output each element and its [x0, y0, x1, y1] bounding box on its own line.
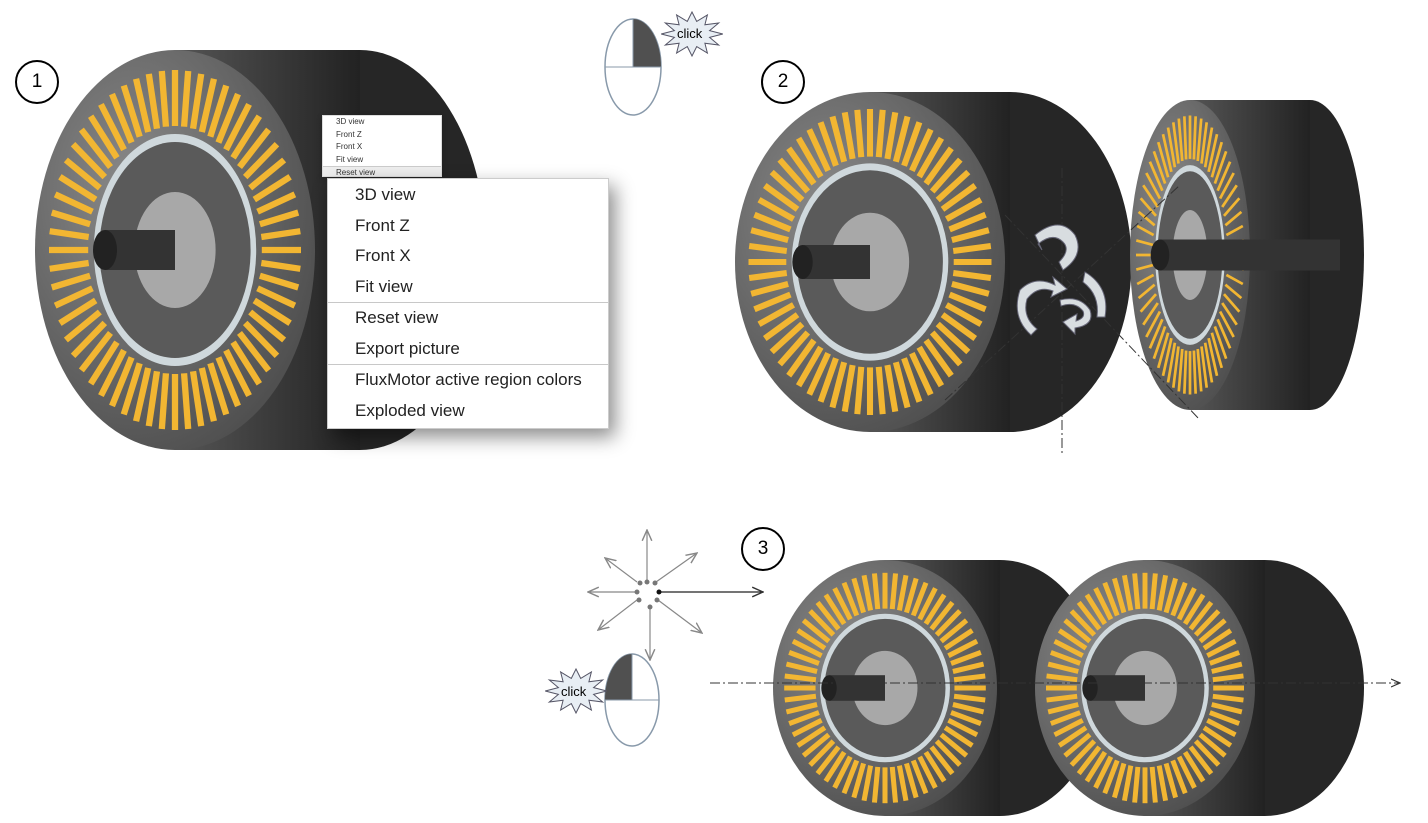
- motor: [735, 92, 1132, 432]
- menu-item[interactable]: Reset view: [323, 166, 441, 176]
- click-burst-icon: [545, 667, 607, 715]
- menu-item-exploded-view[interactable]: Exploded view: [355, 400, 465, 420]
- menu-item-fit-view[interactable]: Fit view: [355, 276, 413, 296]
- rotate-arrows-icon: [1016, 224, 1107, 336]
- mouse-left-click-icon: [604, 653, 660, 747]
- pan-arrows-icon: [588, 530, 763, 660]
- menu-item[interactable]: Front Z: [336, 129, 362, 139]
- stator-teeth: [1046, 572, 1244, 804]
- menu-item-reset-view[interactable]: Reset view: [355, 308, 439, 327]
- click-label: click: [677, 26, 703, 41]
- motor: [1035, 560, 1364, 816]
- click-label: click: [561, 684, 587, 699]
- context-menu-small: 3D view Front Z Front X Fit view Reset v…: [322, 115, 442, 177]
- menu-item-front-x[interactable]: Front X: [355, 246, 411, 265]
- mouse-right-click-icon: [604, 18, 662, 116]
- step-number-3: 3: [741, 527, 785, 571]
- menu-item[interactable]: Fit view: [336, 154, 364, 164]
- menu-item-export-picture[interactable]: Export picture: [355, 338, 460, 358]
- menu-separator: [328, 364, 608, 365]
- stator-teeth: [49, 70, 301, 430]
- menu-item-active-region-colors[interactable]: FluxMotor active region colors: [355, 370, 582, 389]
- menu-item[interactable]: Front X: [336, 142, 363, 151]
- stator-teeth: [1135, 115, 1245, 395]
- context-menu: 3D view Front Z Front X Fit view Reset v…: [327, 178, 609, 429]
- step-number-2: 2: [761, 60, 805, 104]
- motor: [1130, 100, 1364, 410]
- menu-item-3d-view[interactable]: 3D view: [355, 185, 416, 204]
- rotation-axes: [944, 168, 1201, 455]
- click-burst-icon: [661, 10, 723, 58]
- menu-item-front-z[interactable]: Front Z: [355, 215, 410, 235]
- motor: [773, 560, 1101, 816]
- stator-teeth: [784, 572, 986, 804]
- step-number-1: 1: [15, 60, 59, 104]
- menu-separator: [328, 302, 608, 303]
- stator-teeth: [748, 109, 992, 415]
- menu-item[interactable]: 3D view: [336, 117, 365, 126]
